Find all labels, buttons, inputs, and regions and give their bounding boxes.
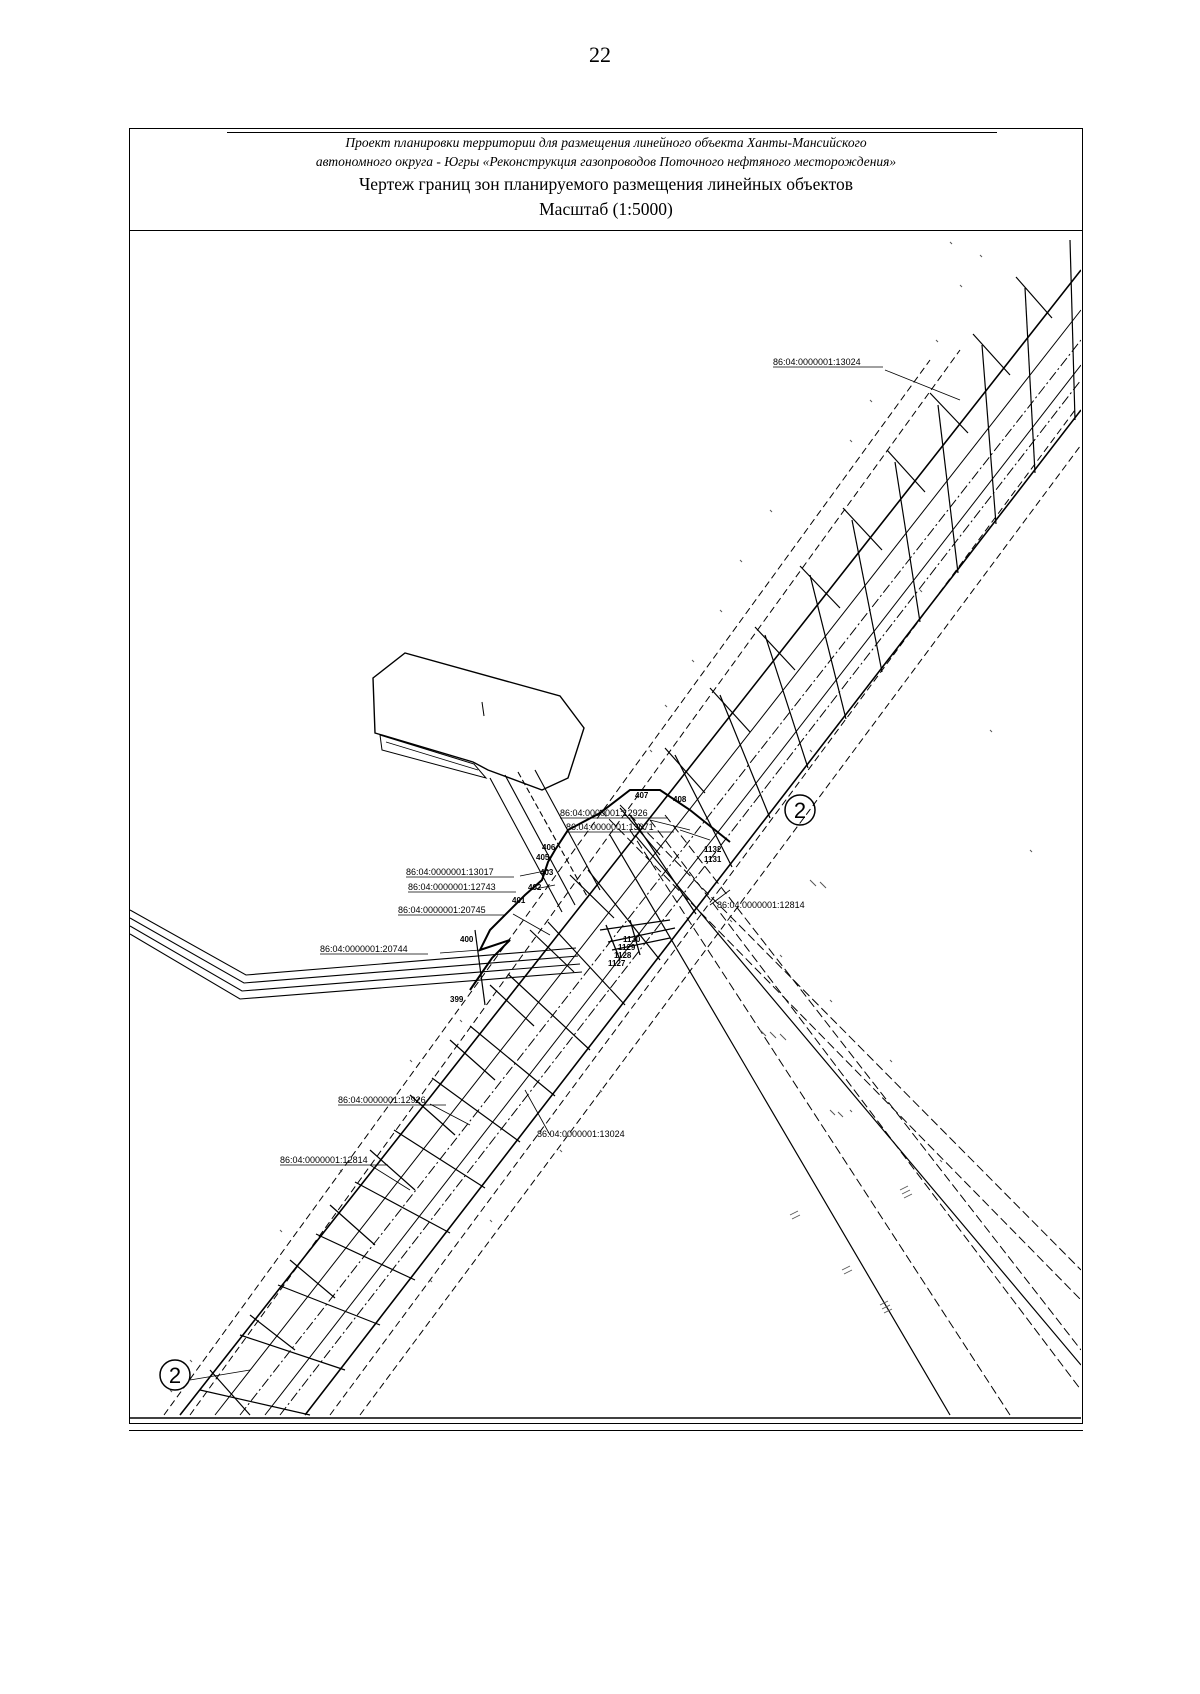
- parcel-label: 86:04:0000001:12814: [717, 900, 805, 910]
- project-subtitle-line2: автономного округа - Югры «Реконструкция…: [315, 154, 897, 169]
- triple-line-west: [130, 909, 583, 1000]
- parcel-label: 86:04:0000001:13024: [537, 1129, 625, 1139]
- map-drawing: 86:04:0000001:13024 86:04:0000001:12926 …: [130, 239, 1081, 1419]
- zone-marker-circle: [784, 794, 816, 826]
- parcel-label: 86:04:0000001:12926: [338, 1095, 426, 1105]
- point-label: 1128: [614, 951, 632, 960]
- point-label: 401: [512, 896, 526, 905]
- crossing-corridor-solid: [609, 834, 1081, 1416]
- point-label: 1127: [608, 959, 626, 968]
- corridor-grid: [199, 239, 1076, 1416]
- point-label: 407: [635, 791, 649, 800]
- corridor-edges: [163, 349, 1081, 1416]
- point-label: 402: [528, 883, 542, 892]
- map-area: 86:04:0000001:13024 86:04:0000001:12926 …: [130, 230, 1081, 1419]
- parcel-label: 86:04:0000001:13071: [566, 822, 654, 832]
- zone-marker-circle: [159, 1359, 191, 1391]
- parcel-label: 86:04:0000001:13024: [773, 357, 861, 367]
- point-label: 1129: [618, 943, 636, 952]
- point-label: 408: [673, 795, 687, 804]
- zone-number: 2: [794, 798, 806, 823]
- parcel-label: 86:04:0000001:12743: [408, 882, 496, 892]
- point-label: 1131: [704, 855, 722, 864]
- parcel-label: 86:04:0000001:20745: [398, 905, 486, 915]
- bottom-rule: [129, 1430, 1083, 1431]
- drawing-header: Проект планировки территории для размеще…: [130, 129, 1082, 231]
- point-label: 405: [536, 853, 550, 862]
- access-road: [489, 769, 601, 913]
- header-rule: [227, 132, 997, 133]
- crossing-node-cluster: [599, 919, 676, 961]
- page-number: 22: [589, 42, 611, 67]
- zone-number: 2: [169, 1363, 181, 1388]
- point-label: 1132: [704, 845, 722, 854]
- drawing-title: Чертеж границ зон планируемого размещени…: [358, 174, 854, 194]
- parcel-label: 86:04:0000001:20744: [320, 944, 408, 954]
- drawing-scale: Масштаб (1:5000): [539, 199, 673, 219]
- parcel-labels: 86:04:0000001:13024 86:04:0000001:12926 …: [280, 357, 883, 1166]
- point-label: 400: [460, 935, 474, 944]
- drawing-frame: Проект планировки территории для размеще…: [129, 128, 1083, 1424]
- point-label: 403: [540, 868, 554, 877]
- zone-boundary: [469, 789, 731, 1006]
- point-labels: 407 408 406 405 403 402 401 400 399 1132…: [450, 791, 722, 1004]
- main-corridor: [179, 269, 1081, 1416]
- parcel-label: 86:04:0000001:13017: [406, 867, 494, 877]
- project-subtitle-line1: Проект планировки территории для размеще…: [345, 135, 867, 150]
- point-label: 406: [542, 843, 556, 852]
- parcel-label: 86:04:0000001:12926: [560, 808, 648, 818]
- wetland-hatch: [789, 1185, 913, 1314]
- leader-lines: [189, 369, 961, 1381]
- crossing-corridor: [599, 804, 1081, 1416]
- zone-markers: 2 2: [169, 798, 806, 1388]
- terrain-marks: [169, 241, 1033, 1393]
- point-label: 1130: [623, 935, 641, 944]
- parcel-label: 86:04:0000001:12814: [280, 1155, 368, 1165]
- point-label: 399: [450, 995, 464, 1004]
- well-pad: [372, 652, 585, 791]
